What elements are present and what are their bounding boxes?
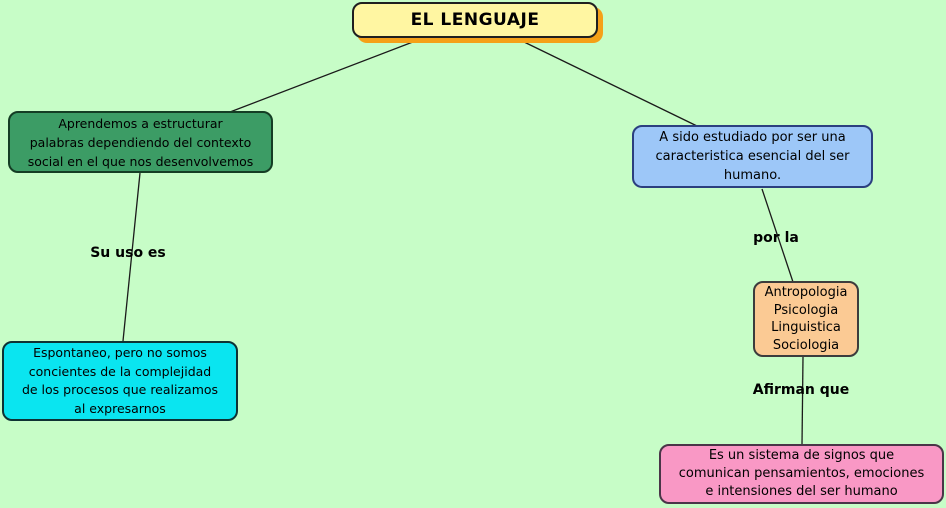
connector-disciplinas-sistema	[801, 356, 804, 446]
node-text-line: Aprendemos a estructurar	[58, 115, 223, 131]
node-el-lenguaje[interactable]: EL LENGUAJE	[352, 2, 598, 38]
connector-aprendemos-espontaneo	[122, 172, 141, 342]
node-estudiado[interactable]: A sido estudiado por ser una caracterist…	[632, 125, 873, 188]
node-text-line: concientes de la complejidad	[28, 363, 212, 379]
node-text-line: A sido estudiado por ser una	[659, 130, 846, 145]
node-text-line: caracteristica esencial del ser	[655, 149, 850, 164]
node-title-text: EL LENGUAJE	[410, 10, 540, 30]
node-espontaneo[interactable]: Espontaneo, pero no somos concientes de …	[2, 341, 238, 421]
edge-label-por-la[interactable]: por la	[753, 230, 799, 246]
node-text-line: humano.	[723, 168, 782, 183]
node-aprendemos[interactable]: Aprendemos a estructurar palabras depend…	[8, 111, 273, 173]
node-text-line: social en el que nos desenvolvemos	[27, 153, 254, 169]
connector-estudiado-disciplinas	[761, 188, 794, 283]
node-text-line: Psicologia	[773, 302, 839, 318]
node-text-line: al expresarnos	[74, 400, 166, 416]
node-text-line: comunican pensamientos, emociones	[678, 466, 925, 481]
node-disciplinas[interactable]: Antropologia Psicologia Linguistica Soci…	[753, 281, 859, 357]
node-text-line: de los procesos que realizamos	[21, 382, 219, 397]
node-sistema-signos[interactable]: Es un sistema de signos que comunican pe…	[659, 444, 944, 504]
node-text-line: Espontaneo, pero no somos	[33, 345, 207, 360]
node-text-line: e intensiones del ser humano	[705, 484, 898, 499]
node-text-line: Es un sistema de signos que	[708, 448, 895, 463]
node-text-line: Antropologia	[764, 285, 848, 300]
node-text-line: Linguistica	[771, 320, 841, 335]
edge-label-su-uso-es[interactable]: Su uso es	[90, 245, 166, 261]
connector-root-aprendemos	[229, 39, 419, 113]
node-text-line: palabras dependiendo del contexto	[29, 134, 252, 150]
node-text-line: Sociologia	[772, 337, 840, 353]
edge-label-afirman-que[interactable]: Afirman que	[752, 382, 850, 398]
connector-root-estudiado	[519, 39, 698, 127]
